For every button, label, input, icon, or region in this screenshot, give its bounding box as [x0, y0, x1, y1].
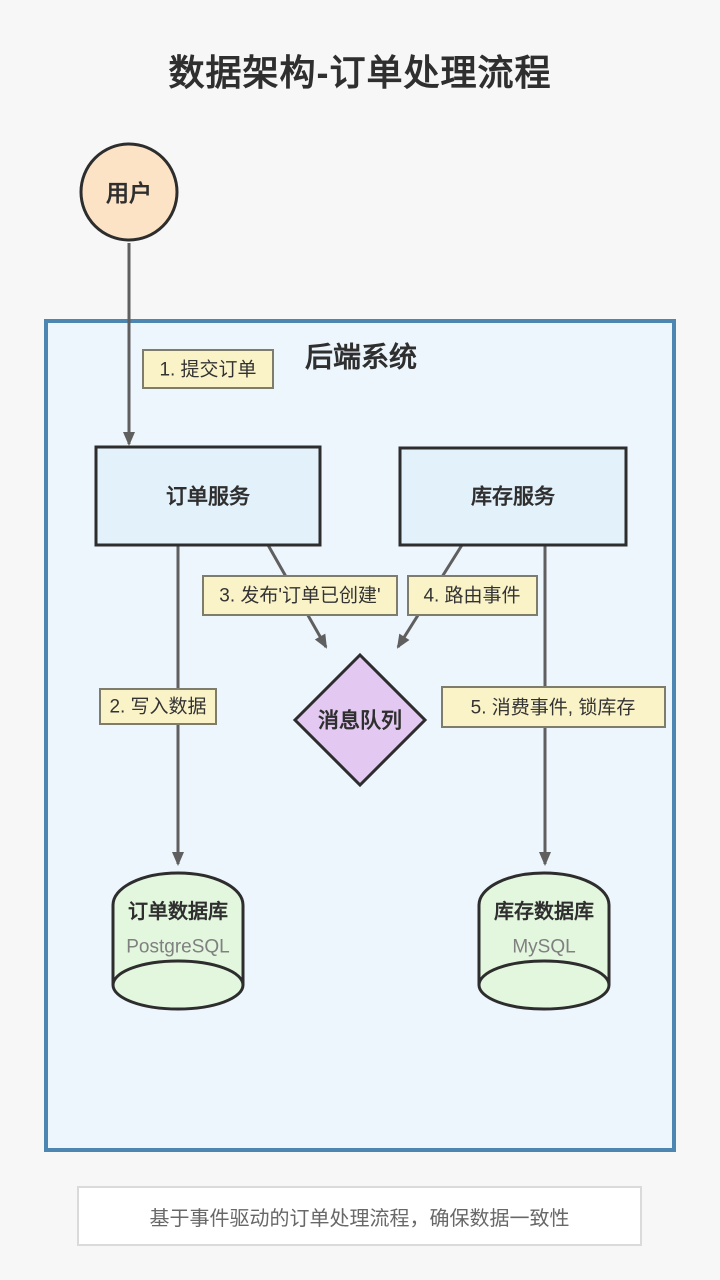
edge2-label-box	[99, 688, 217, 725]
edge3-label-box	[202, 575, 398, 616]
inventory-service-label: 库存服务	[471, 485, 556, 509]
footer-note: 基于事件驱动的订单处理流程，确保数据一致性	[77, 1186, 642, 1246]
edge1-label-box	[142, 349, 274, 389]
edge2-label: 2. 写入数据	[109, 696, 206, 718]
backend-title: 后端系统	[305, 341, 417, 373]
user-actor-node	[79, 142, 179, 242]
edge5-label-box	[441, 686, 666, 728]
edge5-label: 5. 消费事件, 锁库存	[471, 697, 636, 719]
order-service-node	[94, 445, 322, 547]
inventory-db-rim	[477, 959, 611, 986]
order-service-label: 订单服务	[166, 485, 251, 509]
order-db-label: 订单数据库	[128, 899, 228, 923]
page-title: 数据架构-订单处理流程	[168, 52, 552, 93]
edge3-label: 3. 发布'订单已创建'	[219, 585, 380, 607]
edge4-label-box	[407, 575, 538, 616]
inventory-db-label: 库存数据库	[494, 899, 594, 923]
message-queue-node	[292, 652, 428, 788]
inventory-db-tech: MySQL	[512, 937, 575, 958]
edge4-label: 4. 路由事件	[423, 585, 520, 607]
user-actor-label: 用户	[106, 180, 152, 206]
inventory-service-node	[398, 446, 628, 547]
message-queue-label: 消息队列	[318, 709, 402, 733]
footer-note-text: 基于事件驱动的订单处理流程，确保数据一致性	[149, 1207, 570, 1230]
inventory-db-node: 库存数据库 MySQL	[477, 871, 611, 1011]
order-db-node: 订单数据库 PostgreSQL	[111, 871, 245, 1011]
edge1-label: 1. 提交订单	[159, 359, 256, 381]
order-db-tech: PostgreSQL	[126, 937, 230, 958]
order-db-rim	[111, 959, 245, 986]
